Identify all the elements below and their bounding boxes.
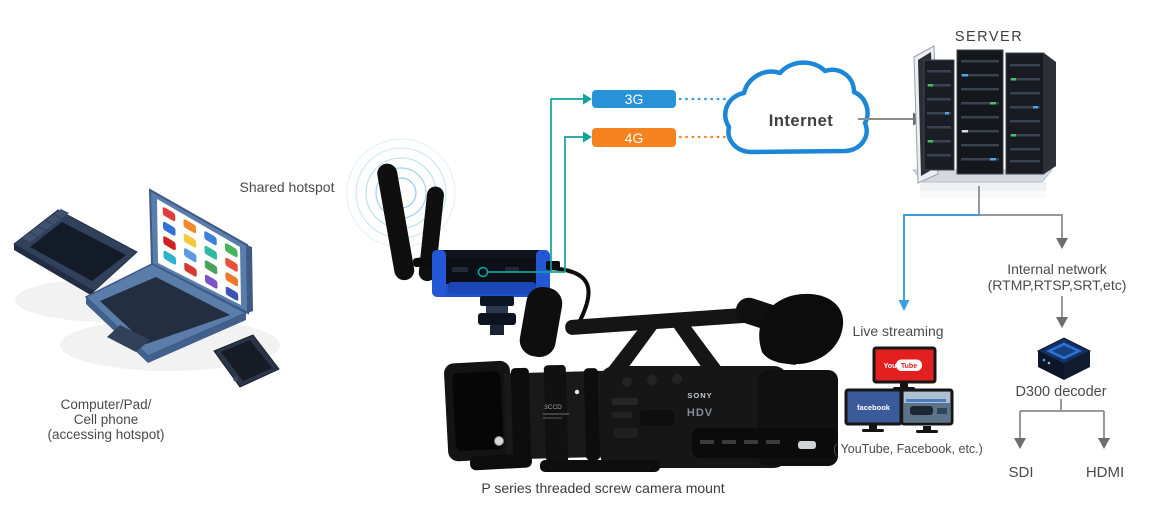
server-racks: [911, 45, 1056, 198]
camcorder: 3CCD SONY HDV: [444, 286, 844, 472]
teal-connectors: [488, 98, 583, 273]
tablet: [13, 209, 138, 297]
facebook-monitor: facebook: [844, 388, 903, 432]
arrowhead-live: [898, 300, 910, 311]
port-highlight-circle: [477, 266, 489, 278]
arrowhead-internal: [1056, 238, 1068, 249]
sdi-label: SDI: [1008, 464, 1034, 481]
hdmi-label: HDMI: [1085, 464, 1125, 481]
arrowhead-decoder: [1056, 317, 1068, 328]
brand-logo: SONY: [687, 391, 712, 400]
arrowhead-4g: [583, 131, 592, 143]
internal-network-line1: Internal network: [1007, 261, 1107, 277]
laptop: [84, 188, 253, 363]
device-caption-line3: (accessing hotspot): [47, 427, 165, 442]
camera-mount: [478, 296, 516, 335]
internal-network-line2: (RTMP,RTSP,SRT,etc): [987, 277, 1127, 293]
live-streaming-label: Live streaming: [852, 323, 944, 339]
distribution-lines: [898, 186, 1110, 449]
camera-caption: P series threaded screw camera mount: [481, 480, 725, 496]
shared-hotspot-label: Shared hotspot: [239, 179, 335, 195]
device-caption-line1: Computer/Pad/: [60, 397, 152, 412]
video-monitor: [900, 388, 954, 433]
sensor-marking: 3CCD: [544, 404, 562, 411]
server-label: SERVER: [954, 29, 1024, 45]
format-logo: HDV: [687, 407, 713, 419]
device-cluster: [13, 188, 280, 388]
youtube-monitor: You Tube: [872, 346, 937, 390]
encoder-cable: [547, 266, 591, 331]
badge-3g: 3G: [592, 90, 676, 108]
app-icons: [162, 207, 239, 301]
decoder-box: [1036, 337, 1092, 380]
arrowhead-hdmi: [1098, 438, 1110, 449]
internet-label: Internet: [768, 112, 834, 130]
streaming-caption: ( YouTube, Facebook, etc.): [833, 442, 983, 456]
internet-cloud: [723, 60, 870, 155]
encoder-device: [377, 163, 591, 335]
viewfinder-eyecup: [759, 293, 844, 365]
youtube-logo-you: You: [884, 363, 897, 370]
device-caption-line2: Cell phone: [73, 412, 139, 427]
decoder-label: D300 decoder: [1015, 384, 1107, 400]
antenna-left: [377, 163, 415, 281]
badge-4g: 4G: [592, 128, 676, 147]
mic-grip: [519, 286, 563, 358]
facebook-logo: facebook: [857, 403, 891, 412]
arrowhead-sdi: [1014, 438, 1026, 449]
arrowhead-3g: [583, 93, 592, 105]
streaming-monitors: You Tube facebook: [844, 346, 954, 433]
youtube-logo-tube: Tube: [901, 363, 917, 370]
phone: [213, 334, 280, 388]
